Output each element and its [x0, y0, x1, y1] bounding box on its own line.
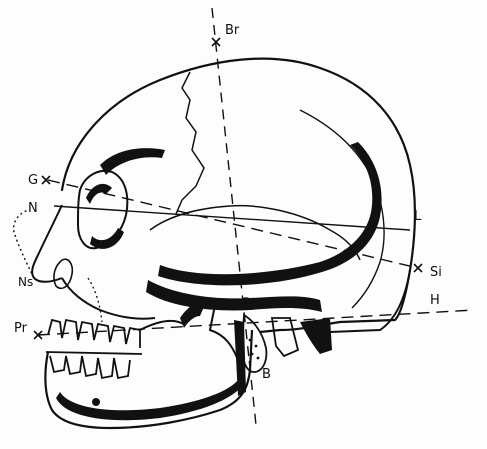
mental-foramen [92, 398, 100, 406]
label-n: N [28, 201, 38, 216]
label-g: G [28, 173, 38, 188]
label-pr: Pr [14, 321, 28, 336]
label-ns: Ns [18, 275, 33, 289]
label-h: H [430, 293, 440, 308]
label-br: Br [225, 23, 240, 38]
label-b: B [262, 367, 271, 382]
label-l: L [414, 209, 422, 224]
label-si: Si [430, 265, 442, 280]
